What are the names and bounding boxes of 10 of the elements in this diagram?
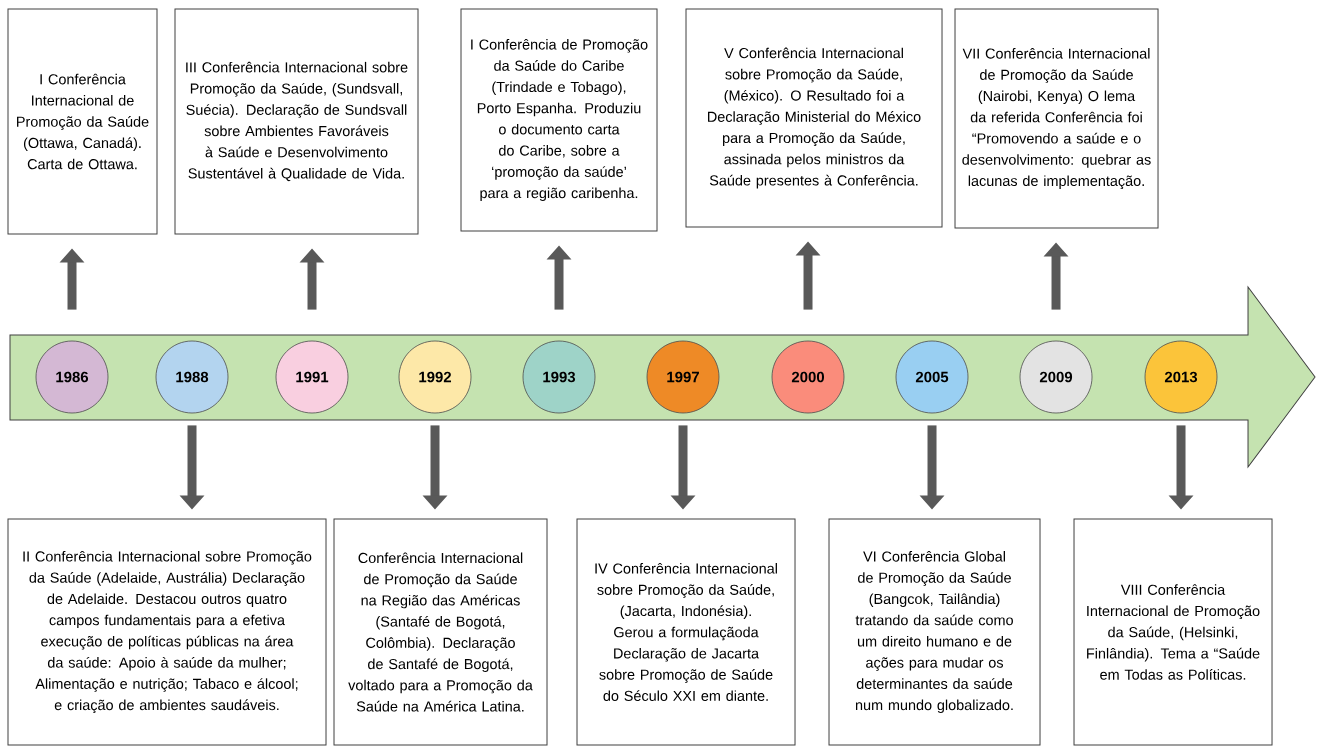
text-box: VIII Conferência Internacional de Promoção da Saúde, (Helsinki, Finlândia). Tema a “Saúde em Todas as Políticas. [1073,518,1273,746]
text-box: I Conferência Internacional de Promoção da Saúde (Ottawa, Canadá). Carta de Ottawa. [7,8,158,235]
text-box: II Conferência Internacional sobre Promoção da Saúde (Adelaide, Austrália) Declaração de Adelaide. Destacou outros quatro campos fundamentais para a efetiva execução de políticas públicas na área da saúde: Apoio à saúde da mulher; Alimentação e nutrição; Tabaco e álcool; e criação de ambientes saudáveis. [7,518,327,746]
text-box: I Conferência de Promoção da Saúde do Caribe (Trindade e Tobago), Porto Espanha. Produziu o documento carta do Caribe, sobre a ‘promoção da saúde’ para a região caribenha. [460,8,658,232]
text-box: III Conferência Internacional sobre Promoção da Saúde, (Sundsvall, Suécia). Declaração de Sundsvall sobre Ambientes Favoráveis à Saúde e Desenvolvimento Sustentável à Qualidade de Vida. [174,8,419,235]
text-box: IV Conferência Internacional sobre Promoção da Saúde, (Jacarta, Indonésia). Gerou a formulaçãoda Declaração de Jacarta sobre Promoção de Saúde do Século XXI em diante. [576,518,796,746]
text-box: V Conferência Internacional sobre Promoção da Saúde, (México). O Resultado foi a Declaração Ministerial do México para a Promoção da Saúde, assinada pelos ministros da Saúde presentes à Conferência. [685,8,943,228]
text-box: VI Conferência Global de Promoção da Saúde (Bangcok, Tailândia) tratando da saúde como um direito humano e de ações para mudar os determinantes da saúde num mundo globalizado. [828,518,1041,746]
text-box: VII Conferência Internacional de Promoção da Saúde (Nairobi, Kenya) O lema da referida Conferência foi “Promovendo a saúde e o desenvolvimento: quebrar as lacunas de implementação. [954,8,1159,229]
text-box: Conferência Internacional de Promoção da Saúde na Região das Américas (Santafé de Bogotá, Colômbia). Declaração de Santafé de Bogotá, voltado para a Promoção da Saúde na América Latina. [333,518,548,746]
